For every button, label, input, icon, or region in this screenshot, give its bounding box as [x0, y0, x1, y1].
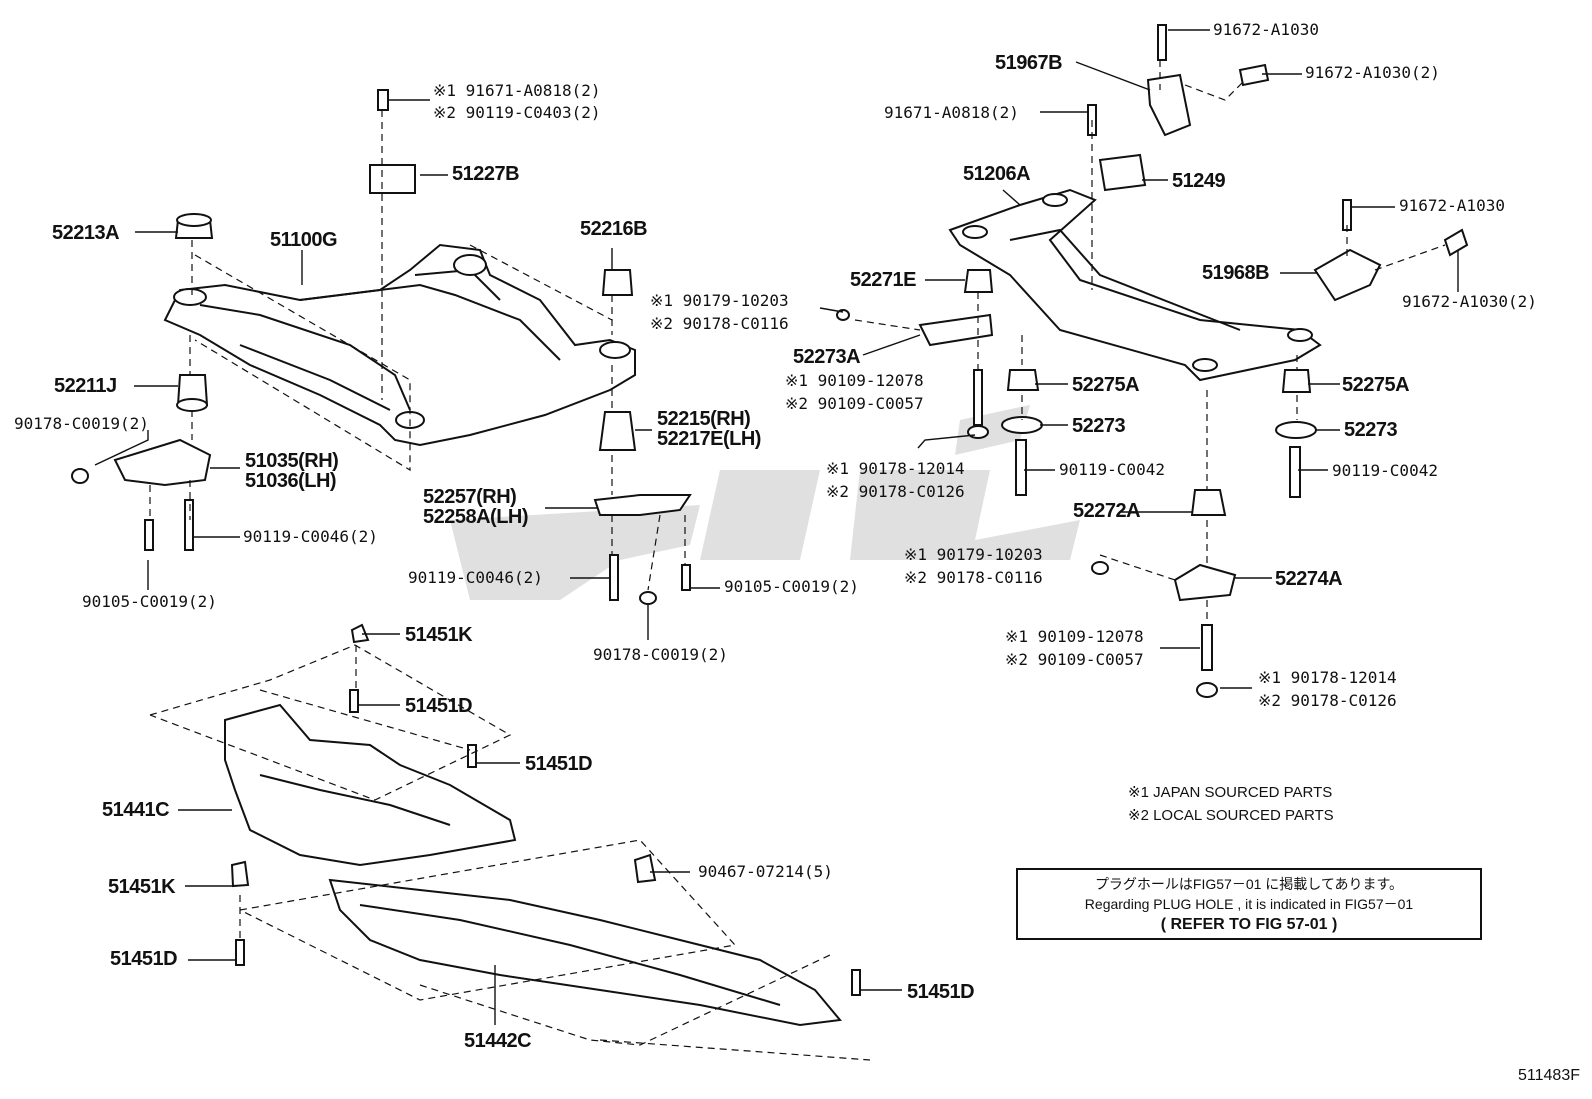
part-label-90105-C0019-left: 90105-C0019(2) [82, 592, 217, 611]
part-label-nut-mid-japan: ※1 90179-10203 [650, 291, 789, 310]
part-label-52213A: 52213A [52, 222, 120, 244]
reference-note-english: Regarding PLUG HOLE , it is indicated in… [1084, 896, 1414, 912]
part-label-91672-A1030-top: 91672-A1030 [1213, 20, 1319, 39]
part-label-nut-bottom-local: ※2 90178-C0126 [1258, 691, 1397, 710]
part-label-51967B: 51967B [995, 52, 1063, 74]
part-label-51035-rh: 51035(RH) [245, 450, 339, 472]
part-label-90467-07214: 90467-07214(5) [698, 862, 833, 881]
part-label-91672-A1030-2-top: 91672-A1030(2) [1305, 63, 1440, 82]
part-label-nut-right-japan: ※1 90178-12014 [826, 459, 965, 478]
part-label-51968B: 51968B [1202, 262, 1270, 284]
legend-local-sourced: ※2 LOCAL SOURCED PARTS [1128, 807, 1334, 824]
right-mount-parts [918, 24, 1469, 698]
part-label-stud-bottom-local: ※2 90109-C0057 [1005, 650, 1144, 669]
part-label-52275A-right: 52275A [1342, 374, 1410, 396]
part-label-51441C: 51441C [102, 799, 170, 821]
leader-lines [94, 29, 1459, 1025]
rear-suspension-member [948, 188, 1322, 382]
part-label-nut-right2-local: ※2 90178-C0116 [904, 568, 1043, 587]
part-label-90119-C0042-right: 90119-C0042 [1332, 461, 1438, 480]
part-label-nut-bottom-japan: ※1 90178-12014 [1258, 668, 1397, 687]
part-label-52216B: 52216B [580, 218, 648, 240]
part-label-91672-A1030-2-mid: 91672-A1030(2) [1402, 292, 1537, 311]
part-label-52257-rh: 52257(RH) [423, 486, 517, 508]
front-suspension-crossmember [163, 243, 636, 447]
part-label-91672-A1030-mid: 91672-A1030 [1399, 196, 1505, 215]
part-label-bolt-japan: ※1 91671-A0818(2) [433, 81, 601, 100]
legend-japan-sourced: ※1 JAPAN SOURCED PARTS [1128, 784, 1333, 801]
part-label-90119-C0042-left: 90119-C0042 [1059, 460, 1165, 479]
part-label-91671-A0818: 91671-A0818(2) [884, 103, 1019, 122]
dashed-assembly-lines [149, 60, 1446, 1061]
part-label-90119-C0046-mid: 90119-C0046(2) [408, 568, 543, 587]
part-label-51442C: 51442C [464, 1030, 532, 1052]
part-label-90105-C0019-mid: 90105-C0019(2) [724, 577, 859, 596]
part-label-52215-rh: 52215(RH) [657, 408, 751, 430]
part-label-51451K-top: 51451K [405, 624, 473, 646]
part-label-52272A: 52272A [1073, 500, 1141, 522]
part-label-stud-bottom-japan: ※1 90109-12078 [1005, 627, 1144, 646]
part-label-51451K-bottom: 51451K [108, 876, 176, 898]
part-label-52273-left: 52273 [1072, 415, 1126, 437]
part-label-52274A: 52274A [1275, 568, 1343, 590]
engine-under-covers [224, 623, 861, 1027]
part-label-bolt-local: ※2 90119-C0403(2) [433, 103, 601, 122]
part-label-51206A: 51206A [963, 163, 1031, 185]
part-label-52271E: 52271E [850, 269, 916, 291]
part-label-nut-right2-japan: ※1 90179-10203 [904, 545, 1043, 564]
part-label-52273-right: 52273 [1344, 419, 1398, 441]
part-label-52273A: 52273A [793, 346, 861, 368]
part-label-stud-local: ※2 90109-C0057 [785, 394, 924, 413]
part-label-90178-C0019-mid: 90178-C0019(2) [593, 645, 728, 664]
part-label-51451D-a: 51451D [405, 695, 473, 717]
figure-number: 511483F [1518, 1067, 1580, 1084]
part-label-52211J: 52211J [54, 375, 117, 397]
part-label-51451D-d: 51451D [907, 981, 975, 1003]
reference-note-japanese: プラグホールはFIG57－01 に掲載してあります。 [1094, 876, 1404, 892]
part-label-stud-japan: ※1 90109-12078 [785, 371, 924, 390]
part-label-52275A-left: 52275A [1072, 374, 1140, 396]
reference-note-figure: ( REFER TO FIG 57-01 ) [1160, 916, 1338, 933]
part-label-51036-lh: 51036(LH) [245, 470, 337, 492]
part-label-51451D-b: 51451D [525, 753, 593, 775]
left-mount-parts [71, 89, 850, 605]
part-label-nut-mid-local: ※2 90178-C0116 [650, 314, 789, 333]
part-label-51100G: 51100G [270, 229, 338, 251]
part-label-51227B: 51227B [452, 163, 520, 185]
part-label-51249: 51249 [1172, 170, 1226, 192]
part-label-90119-C0046-left: 90119-C0046(2) [243, 527, 378, 546]
part-label-52258A-lh: 52258A(LH) [423, 506, 529, 528]
part-label-nut-right-local: ※2 90178-C0126 [826, 482, 965, 501]
reference-note-box: プラグホールはFIG57－01 に掲載してあります。 Regarding PLU… [1016, 868, 1482, 940]
part-label-51451D-c: 51451D [110, 948, 178, 970]
part-label-90178-C0019-left: 90178-C0019(2) [14, 414, 149, 433]
part-label-52217E-lh: 52217E(LH) [657, 428, 761, 450]
